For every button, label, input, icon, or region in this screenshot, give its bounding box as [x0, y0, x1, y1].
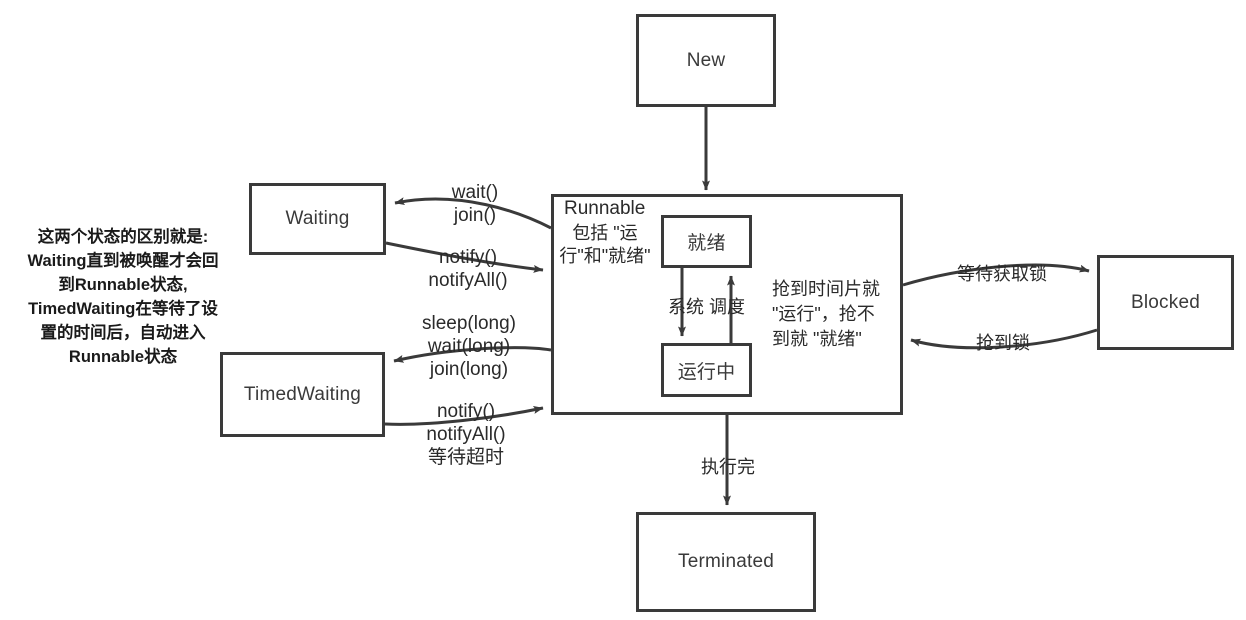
- note-waiting-difference: 这两个状态的区别就是: Waiting直到被唤醒才会回 到Runnable状态,…: [27, 228, 219, 366]
- node-ready-label: 就绪: [687, 233, 726, 254]
- node-terminated[interactable]: Terminated: [636, 512, 816, 612]
- edge-label-runnable-to-waiting: wait() join(): [451, 182, 499, 226]
- node-running-label: 运行中: [677, 361, 736, 383]
- edge-runnable-to-blocked: [902, 263, 1090, 287]
- runnable-group-box: [551, 194, 903, 415]
- edge-blocked-to-runnable: [910, 328, 1098, 350]
- edge-label-runnable-to-terminated: 执行完: [701, 457, 755, 477]
- node-timed-waiting[interactable]: TimedWaiting: [220, 352, 385, 437]
- node-new[interactable]: New: [636, 14, 776, 107]
- edge-label-runnable-to-blocked: 等待获取锁: [957, 264, 1047, 284]
- edge-label-waiting-to-runnable: notify() notifyAll(): [428, 247, 508, 291]
- runnable-caption: 包括 "运 行"和"就绪": [559, 223, 651, 266]
- edge-label-timedwaiting-to-runnable: notify() notifyAll() 等待超时: [426, 401, 506, 468]
- node-ready[interactable]: 就绪: [661, 215, 752, 268]
- node-terminated-label: Terminated: [678, 551, 774, 572]
- node-blocked-label: Blocked: [1131, 291, 1200, 313]
- edge-label-blocked-to-runnable: 抢到锁: [976, 333, 1030, 353]
- edge-runnable-to-waiting: [394, 197, 552, 230]
- edge-timedwaiting-to-runnable: [384, 406, 544, 426]
- node-timed-waiting-label: TimedWaiting: [243, 383, 362, 405]
- node-blocked[interactable]: Blocked: [1097, 255, 1234, 350]
- note-time-slice: 抢到时间片就 "运行"，抢不 到就 "就绪": [772, 279, 880, 349]
- edge-waiting-to-runnable: [385, 241, 544, 273]
- node-new-label: New: [686, 49, 726, 71]
- edge-label-scheduling: 系统 调度: [667, 297, 745, 317]
- node-running[interactable]: 运行中: [661, 343, 752, 397]
- runnable-title: Runnable: [564, 198, 646, 219]
- node-waiting[interactable]: Waiting: [249, 183, 386, 255]
- edge-label-runnable-to-timedwaiting: sleep(long) wait(long) join(long): [422, 313, 516, 380]
- node-waiting-label: Waiting: [285, 208, 350, 229]
- edge-runnable-to-timedwaiting: [393, 346, 552, 363]
